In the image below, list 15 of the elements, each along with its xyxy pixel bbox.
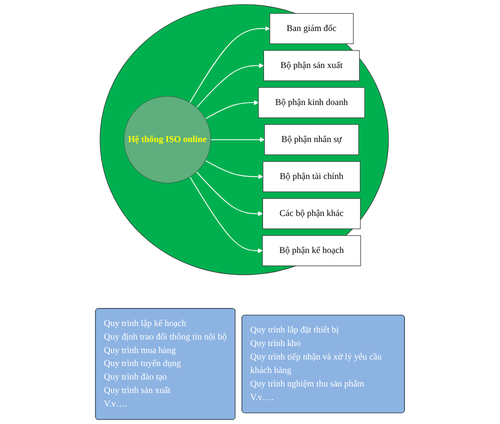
node-box: Ban giám đốc — [270, 13, 354, 44]
arrow — [189, 176, 263, 254]
node-box: Bộ phận nhân sự — [264, 124, 359, 156]
arrow — [205, 100, 259, 120]
node-circle: Hệ thống ISO online — [124, 96, 212, 184]
node-box: Các bộ phận khác — [262, 198, 361, 230]
node-box: Bộ phận kế hoạch — [262, 235, 361, 266]
arrow — [196, 171, 263, 216]
arrow — [210, 137, 265, 142]
arrow — [189, 26, 270, 103]
arrow — [196, 63, 264, 108]
node-box: Bộ phận sản xuất — [263, 50, 360, 82]
node-box: Bộ phận tài chính — [262, 161, 360, 192]
node-box: Bộ phận kinh doanh — [258, 87, 365, 118]
arrow — [205, 160, 264, 180]
